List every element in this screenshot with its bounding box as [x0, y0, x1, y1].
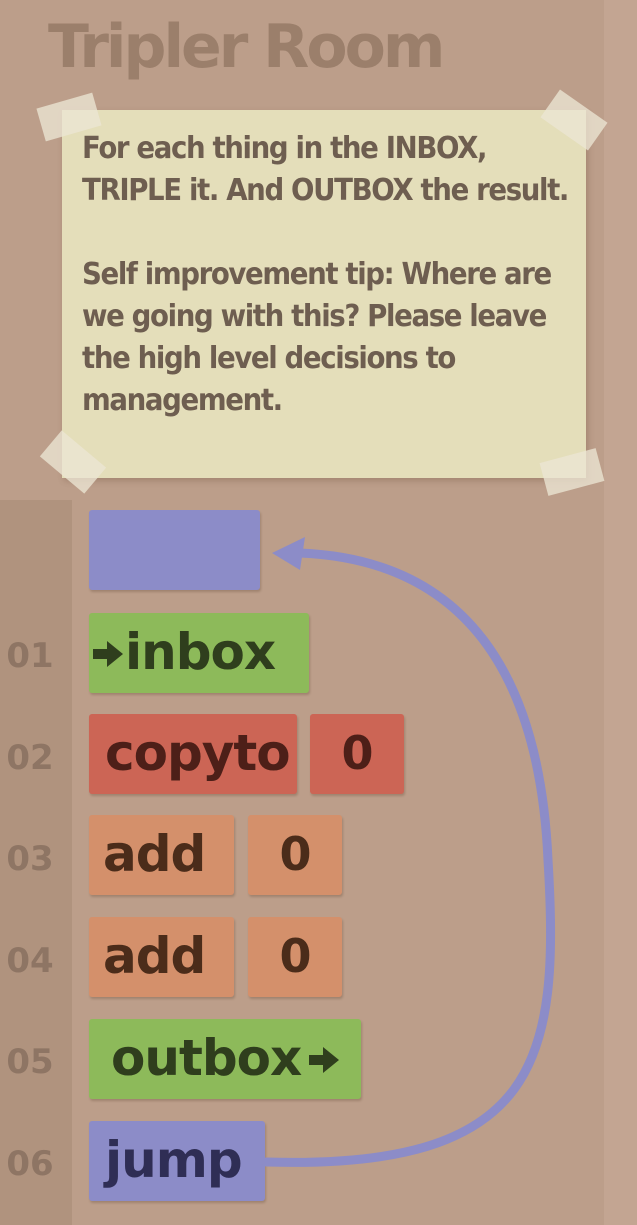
add-operand[interactable]: 0: [248, 917, 342, 997]
line-number: 04: [6, 941, 54, 981]
arrow-right-icon: [91, 613, 125, 691]
command-label: outbox: [111, 1029, 302, 1087]
operand-value: 0: [341, 726, 373, 780]
operand-value: 0: [279, 827, 311, 881]
line-number: 02: [6, 738, 54, 778]
command-label: copyto: [105, 724, 291, 782]
command-label: add: [103, 927, 206, 985]
jump-target-label[interactable]: [89, 510, 260, 590]
line-number-gutter: [0, 500, 72, 1225]
line-number: 01: [6, 636, 54, 676]
command-label: add: [103, 825, 206, 883]
jump-command[interactable]: jump: [89, 1121, 265, 1201]
room-title: Tripler Room: [48, 12, 445, 82]
line-number: 03: [6, 839, 54, 879]
add-command[interactable]: add: [89, 917, 234, 997]
instructions-note: For each thing in the INBOX, TRIPLE it. …: [62, 110, 586, 478]
add-command[interactable]: add: [89, 815, 234, 895]
line-number: 05: [6, 1042, 54, 1082]
arrow-right-icon: [307, 1019, 341, 1097]
instructions-text: For each thing in the INBOX, TRIPLE it. …: [82, 131, 569, 208]
command-label: inbox: [125, 623, 276, 681]
copyto-operand[interactable]: 0: [310, 714, 404, 794]
outbox-command[interactable]: outbox: [89, 1019, 361, 1099]
add-operand[interactable]: 0: [248, 815, 342, 895]
command-label: jump: [105, 1131, 243, 1189]
copyto-command[interactable]: copyto: [89, 714, 297, 794]
tip-text: Self improvement tip: Where are we going…: [82, 257, 552, 418]
line-number: 06: [6, 1144, 54, 1184]
editor-edge: [604, 0, 637, 1225]
inbox-command[interactable]: inbox: [89, 613, 309, 693]
operand-value: 0: [279, 929, 311, 983]
